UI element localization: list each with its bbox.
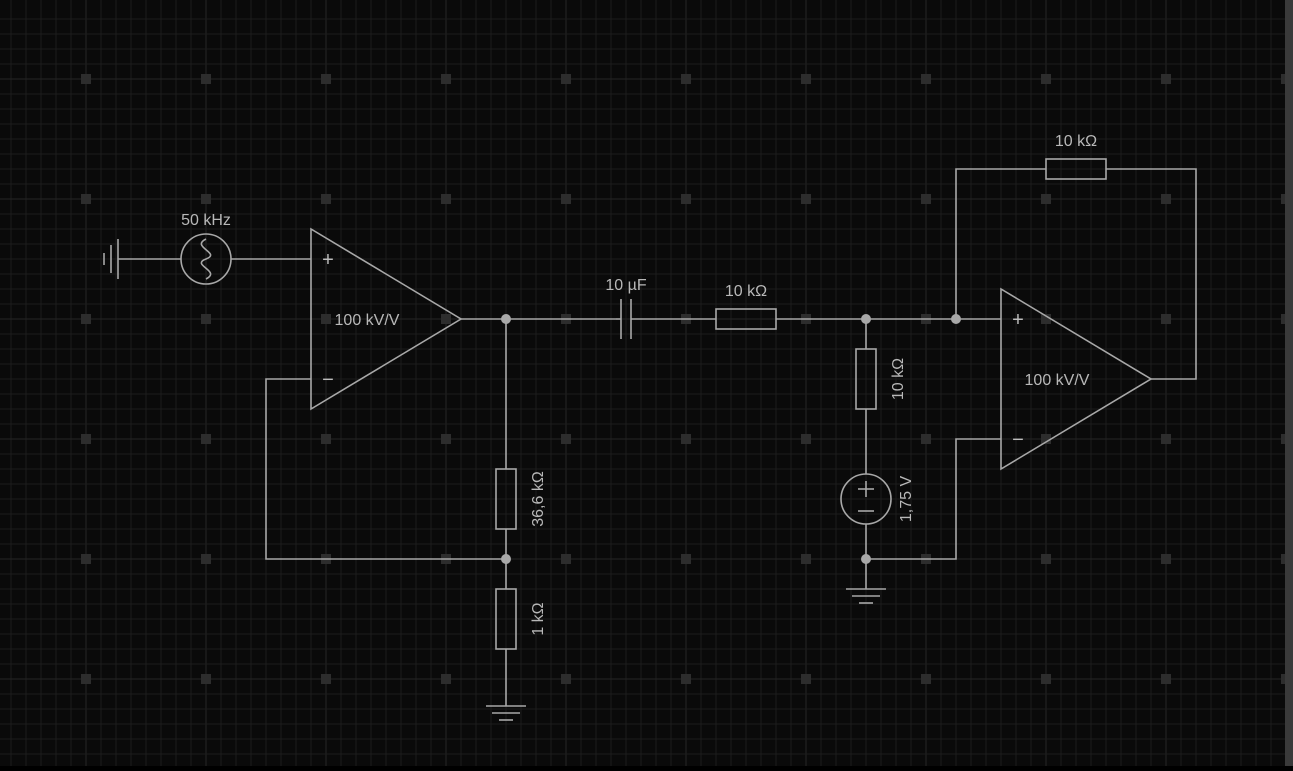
grid-dot (1041, 314, 1051, 324)
wire[interactable] (1106, 168, 1197, 380)
grid-dot (321, 74, 331, 84)
grid-dot (1161, 554, 1171, 564)
opamp2-gain-label: 100 kV/V (1025, 372, 1090, 389)
grid-dot (561, 194, 571, 204)
grid-dot (441, 674, 451, 684)
opamp-1[interactable]: + − 100 kV/V (310, 227, 463, 411)
grid-dot (801, 194, 811, 204)
capacitor-label: 10 µF (605, 277, 646, 294)
scrollbar[interactable] (1285, 0, 1293, 766)
grid-dot (1161, 674, 1171, 684)
grid-dot (81, 314, 91, 324)
resistor-36k6-label: 36,6 kΩ (530, 471, 547, 527)
grid-dot (921, 194, 931, 204)
feedback-wire[interactable] (265, 378, 506, 560)
grid-dot (681, 74, 691, 84)
ground-symbol[interactable] (846, 588, 886, 604)
grid-dot (441, 74, 451, 84)
grid-dot (1041, 434, 1051, 444)
grid-dot (1161, 194, 1171, 204)
grid-dot (1041, 74, 1051, 84)
grid-dot (201, 434, 211, 444)
grid-dot (321, 434, 331, 444)
sine-wave-icon (200, 238, 212, 280)
grid-dot (921, 674, 931, 684)
grid-dot (921, 434, 931, 444)
resistor-series-label: 10 kΩ (725, 283, 767, 300)
grid-dot (681, 674, 691, 684)
grid-dot (561, 434, 571, 444)
grid-dot (1041, 194, 1051, 204)
grid-dot (801, 674, 811, 684)
ac-voltage-source[interactable]: 50 kHz (180, 212, 232, 285)
grid-dot (201, 74, 211, 84)
grid-dot (561, 74, 571, 84)
ground-symbol[interactable] (486, 705, 526, 721)
grid-dot (81, 554, 91, 564)
grid-dot (1041, 674, 1051, 684)
resistor-feedback-label: 10 kΩ (1055, 133, 1097, 150)
wire[interactable] (955, 168, 1046, 319)
grid-dot (441, 314, 451, 324)
resistor-1k-label: 1 kΩ (530, 602, 547, 635)
opamp1-gain-label: 100 kV/V (335, 312, 400, 329)
grid-dot (681, 554, 691, 564)
grid-dot (321, 314, 331, 324)
wire[interactable] (866, 438, 1001, 560)
grid-dot (561, 674, 571, 684)
grid-dot (801, 434, 811, 444)
opamp2-plus-sign: + (1012, 309, 1024, 331)
grid-dot (321, 674, 331, 684)
opamp-2[interactable]: + − 100 kV/V (1000, 287, 1153, 471)
grid-dot (681, 194, 691, 204)
grid-dot (801, 554, 811, 564)
grid-dot (81, 74, 91, 84)
grid-dot (441, 434, 451, 444)
dc-source-label: 1,75 V (898, 476, 915, 523)
grid-dot (441, 194, 451, 204)
grid-dot (921, 74, 931, 84)
grid-dot (81, 674, 91, 684)
opamp2-minus-sign: − (1012, 429, 1024, 451)
grid-dot (681, 434, 691, 444)
grid-dot (201, 194, 211, 204)
grid-dot (1161, 434, 1171, 444)
grid-dot (201, 314, 211, 324)
grid-dot (201, 674, 211, 684)
grid-dot (1161, 314, 1171, 324)
junction-node[interactable] (501, 314, 511, 324)
grid-dot (561, 554, 571, 564)
source-frequency-label: 50 kHz (181, 212, 231, 229)
grid-dot (1161, 74, 1171, 84)
grid-dot (81, 194, 91, 204)
opamp1-plus-sign: + (322, 249, 334, 271)
grid-dot (81, 434, 91, 444)
grid-dot (801, 74, 811, 84)
input-ground-symbol[interactable] (103, 239, 181, 279)
grid-dot (201, 554, 211, 564)
grid-dot (321, 194, 331, 204)
opamp1-minus-sign: − (322, 369, 334, 391)
grid-dot (1041, 554, 1051, 564)
resistor-vertical-label: 10 kΩ (890, 358, 907, 400)
